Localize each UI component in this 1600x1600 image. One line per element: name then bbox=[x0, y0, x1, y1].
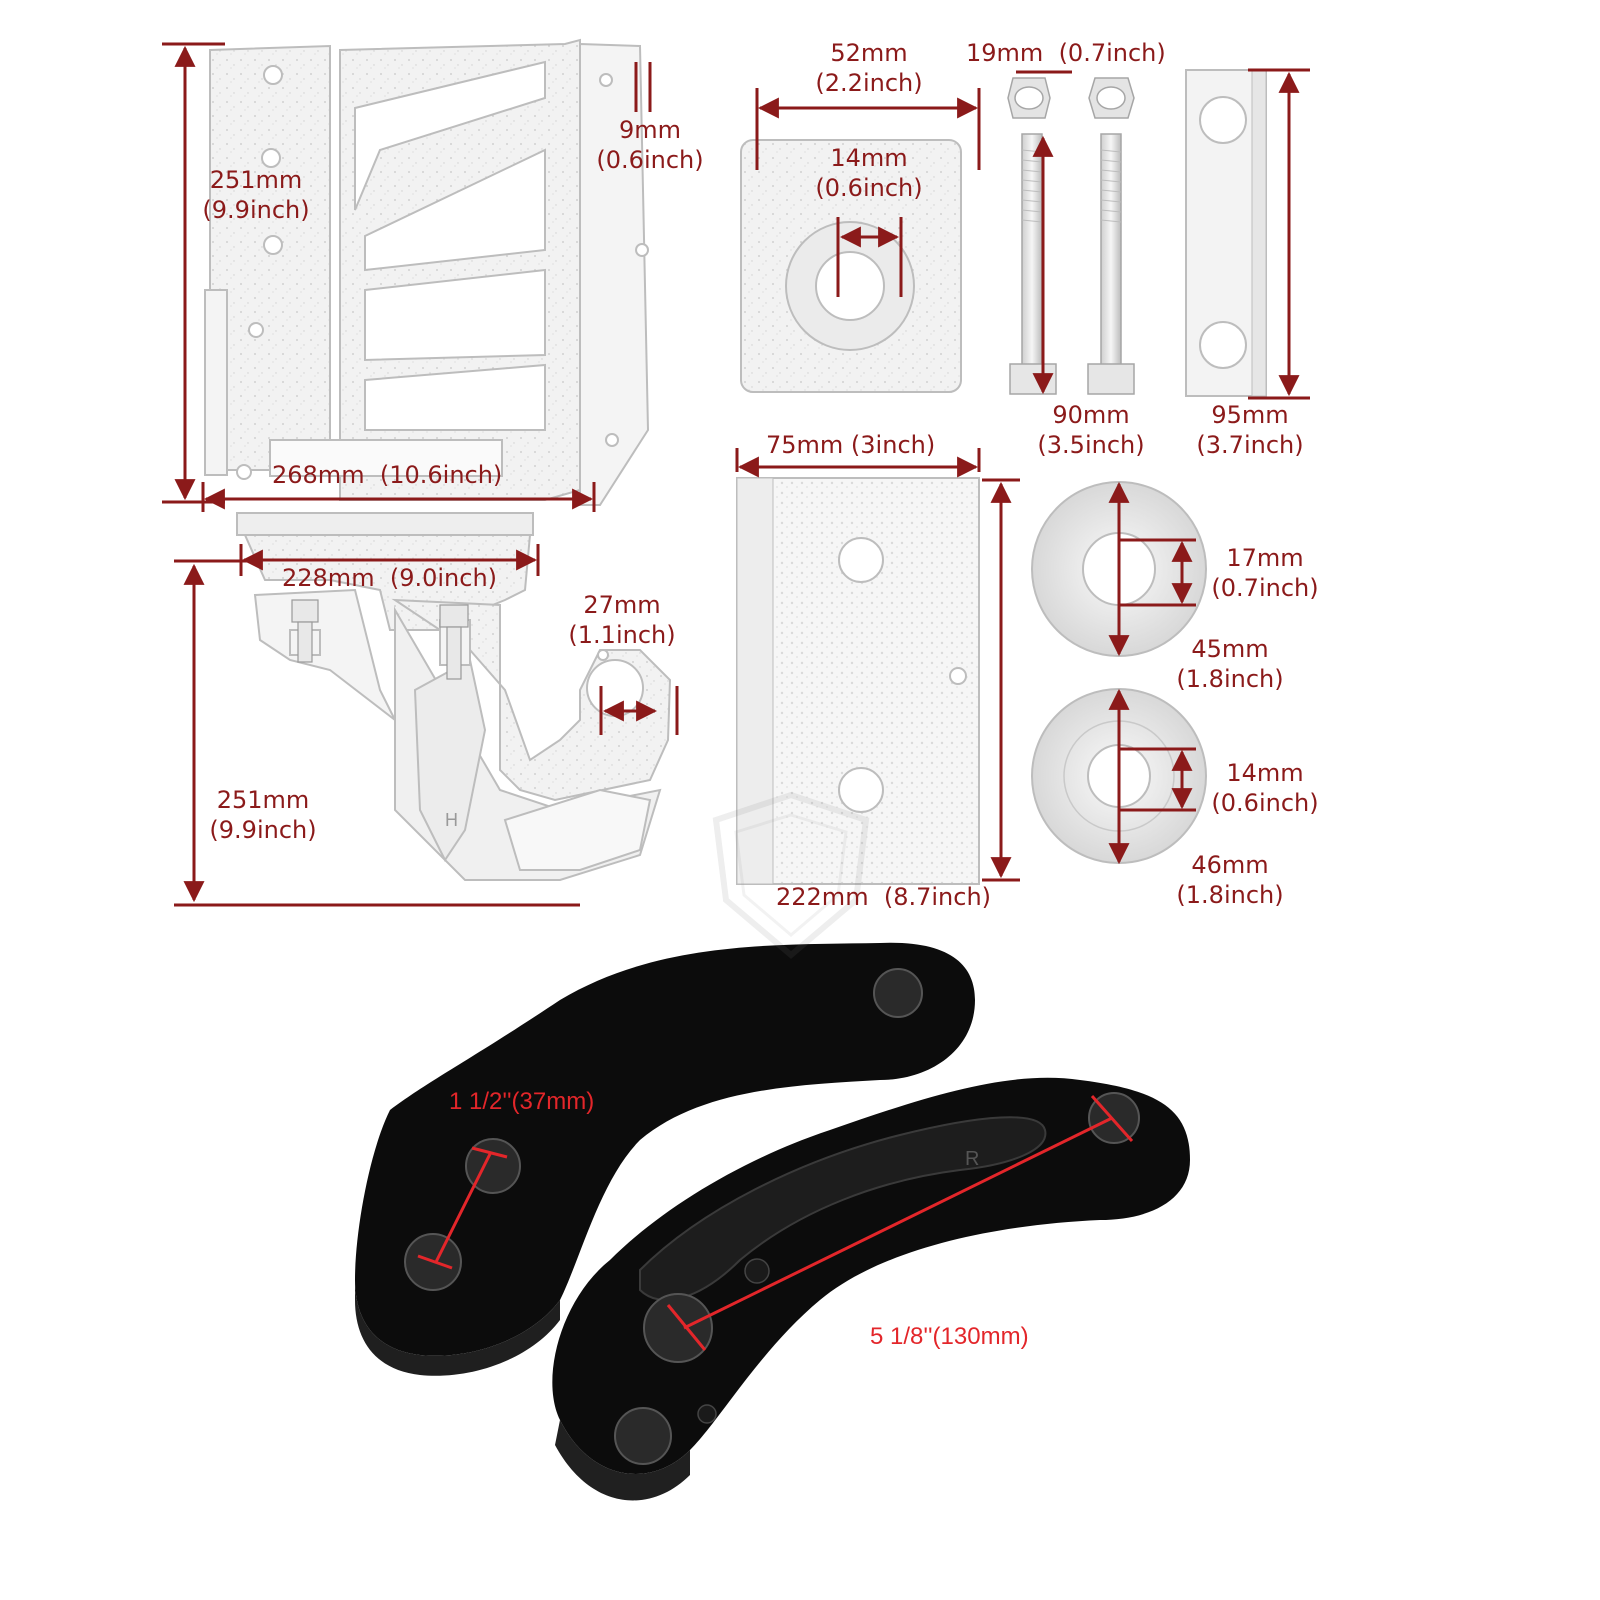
nut-size-inch: (0.7inch) bbox=[1058, 39, 1166, 67]
bolt-length-label: 90mm (3.5inch) bbox=[1028, 400, 1154, 460]
bracket-length-label: 5 1/8''(130mm) bbox=[870, 1323, 1029, 1350]
bar-length-label: 222mm (8.7inch) bbox=[776, 882, 991, 912]
frame-height-inch: (9.9inch) bbox=[202, 196, 310, 224]
bolt-set bbox=[1007, 77, 1135, 395]
washer1-outer-inch: (1.8inch) bbox=[1176, 665, 1284, 693]
bar-width-label: 75mm (3inch) bbox=[766, 430, 935, 460]
washer1-hole-mm: 17mm bbox=[1226, 544, 1304, 572]
flange-thickness-mm: 9mm bbox=[618, 116, 682, 144]
plate-width-mm: 52mm bbox=[830, 39, 908, 67]
nut-size-label: 19mm (0.7inch) bbox=[966, 38, 1166, 68]
h-letter-icon: H bbox=[445, 810, 458, 830]
hook-height-inch: (9.9inch) bbox=[209, 816, 317, 844]
plate-width-inch: (2.2inch) bbox=[815, 69, 923, 97]
hook-height-label: 251mm (9.9inch) bbox=[205, 785, 321, 845]
hook-base-width-mm: 228mm bbox=[282, 564, 375, 592]
hook-height-mm: 251mm bbox=[216, 786, 310, 814]
bar-width-text: 75mm (3inch) bbox=[766, 431, 936, 459]
washer2-outer-mm: 46mm bbox=[1191, 851, 1269, 879]
dimension-lines bbox=[162, 42, 1310, 907]
flange-thickness-label: 9mm (0.6inch) bbox=[592, 115, 708, 175]
shield-logo-icon bbox=[712, 791, 870, 959]
washer1-outer-mm: 45mm bbox=[1191, 635, 1269, 663]
bracket-hole-spacing-label: 1 1/2''(37mm) bbox=[449, 1088, 595, 1115]
frame-height-mm: 251mm bbox=[209, 166, 303, 194]
spacer-length-label: 95mm (3.7inch) bbox=[1187, 400, 1313, 460]
spacer-length-mm: 95mm bbox=[1211, 401, 1289, 429]
square-plate bbox=[740, 139, 962, 393]
plate-width-label: 52mm (2.2inch) bbox=[806, 38, 932, 98]
frame-width-label: 268mm (10.6inch) bbox=[272, 460, 502, 490]
plate-hole-mm: 14mm bbox=[830, 144, 908, 172]
frame-width-inch: (10.6inch) bbox=[379, 461, 503, 489]
bar-length-mm: 222mm bbox=[776, 883, 869, 911]
frame-bracket bbox=[204, 38, 650, 506]
washer2-outer-label: 46mm (1.8inch) bbox=[1167, 850, 1293, 910]
hook-opening-mm: 27mm bbox=[583, 591, 661, 619]
washer2-outer-inch: (1.8inch) bbox=[1176, 881, 1284, 909]
plate-hole-label: 14mm (0.6inch) bbox=[806, 143, 932, 203]
washer1-outer-label: 45mm (1.8inch) bbox=[1167, 634, 1293, 694]
bracket-callout-lines bbox=[417, 1095, 1134, 1351]
spacer-length-inch: (3.7inch) bbox=[1196, 431, 1304, 459]
frame-width-mm: 268mm bbox=[272, 461, 365, 489]
hook-opening-inch: (1.1inch) bbox=[568, 621, 676, 649]
hook-opening-label: 27mm (1.1inch) bbox=[564, 590, 680, 650]
spacer-plate bbox=[1185, 69, 1267, 397]
washer1-hole-inch: (0.7inch) bbox=[1211, 574, 1319, 602]
washer2-hole-label: 14mm (0.6inch) bbox=[1202, 758, 1328, 818]
flange-thickness-inch: (0.6inch) bbox=[596, 146, 704, 174]
washer2-hole-mm: 14mm bbox=[1226, 759, 1304, 787]
plate-hole-inch: (0.6inch) bbox=[815, 174, 923, 202]
bar-plate bbox=[736, 477, 980, 885]
nut-size-mm: 19mm bbox=[966, 39, 1044, 67]
bolt-length-inch: (3.5inch) bbox=[1037, 431, 1145, 459]
washer2-hole-inch: (0.6inch) bbox=[1211, 789, 1319, 817]
bracket-side-mark: R bbox=[965, 1148, 979, 1170]
hook-base-width-inch: (9.0inch) bbox=[389, 564, 498, 592]
hook-base-width-label: 228mm (9.0inch) bbox=[282, 563, 497, 593]
frame-height-label: 251mm (9.9inch) bbox=[198, 165, 314, 225]
black-bracket-right: R bbox=[552, 1077, 1190, 1501]
bar-length-inch: (8.7inch) bbox=[883, 883, 992, 911]
washer1-hole-label: 17mm (0.7inch) bbox=[1202, 543, 1328, 603]
bolt-length-mm: 90mm bbox=[1052, 401, 1130, 429]
black-bracket-left bbox=[355, 942, 975, 1376]
